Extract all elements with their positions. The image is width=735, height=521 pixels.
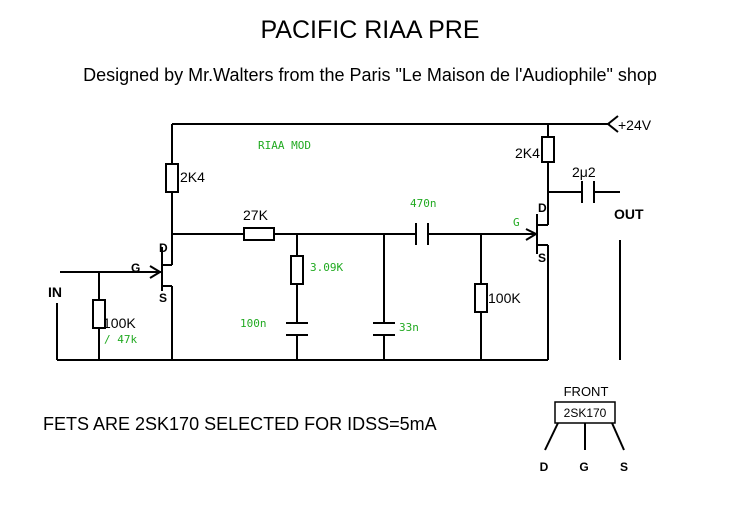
resistor-r-series: [243, 227, 275, 241]
capacitor-c-coupling: [415, 223, 429, 245]
pinout-front-label: FRONT: [564, 384, 609, 399]
label-r-drain2: 2K4: [515, 145, 540, 161]
capacitor-c-output: [581, 181, 595, 203]
pinout-pin-s: S: [620, 460, 628, 474]
fet1-drain-label: D: [159, 241, 168, 255]
fet-selection-note: FETS ARE 2SK170 SELECTED FOR IDSS=5mA: [43, 414, 437, 434]
capacitor-c-riaa1: [286, 322, 308, 336]
resistor-r-riaa: [290, 255, 304, 285]
riaa-mod-label: RIAA MOD: [258, 139, 311, 152]
gate-arrow: [525, 228, 539, 241]
supply-label: +24V: [618, 117, 652, 133]
resistor-r-drain1: [165, 163, 179, 193]
label-r-riaa: 3.09K: [310, 261, 343, 274]
fet1-source-label: S: [159, 291, 167, 305]
fet2-source-label: S: [538, 251, 546, 265]
pinout-lead-s: [611, 422, 625, 451]
label-c-riaa2: 33n: [399, 321, 419, 334]
resistor-r-input: [92, 299, 106, 329]
label-r-series: 27K: [243, 207, 269, 223]
fet2-drain-label: D: [538, 201, 547, 215]
input-label: IN: [48, 284, 62, 300]
label-r-gate2: 100K: [488, 290, 521, 306]
resistor-r-drain2: [541, 136, 555, 163]
pinout-pin-d: D: [540, 460, 549, 474]
label-c-coupling: 470n: [410, 197, 437, 210]
label-r-input: 100K: [103, 315, 136, 331]
label-r-drain1: 2K4: [180, 169, 205, 185]
label-c-riaa1: 100n: [240, 317, 267, 330]
output-label: OUT: [614, 206, 644, 222]
label-r-input-mod: / 47k: [104, 333, 137, 346]
fet2-gate-label: G: [513, 216, 520, 229]
pinout-lead-d: [544, 422, 559, 451]
pinout-part-label: 2SK170: [564, 406, 607, 420]
fet1-gate-label: G: [131, 261, 140, 275]
label-c-output: 2μ2: [572, 164, 596, 180]
capacitor-c-riaa2: [373, 322, 395, 336]
pinout-pin-g: G: [579, 460, 588, 474]
supply-arrow: [606, 115, 619, 133]
resistor-r-gate2: [474, 283, 488, 313]
gate-arrow: [149, 265, 162, 279]
page-subtitle: Designed by Mr.Walters from the Paris "L…: [83, 65, 657, 85]
page-title: PACIFIC RIAA PRE: [260, 16, 479, 44]
wiring: [56, 115, 621, 361]
pinout-diagram: FRONT 2SK170 D G S: [540, 384, 628, 474]
